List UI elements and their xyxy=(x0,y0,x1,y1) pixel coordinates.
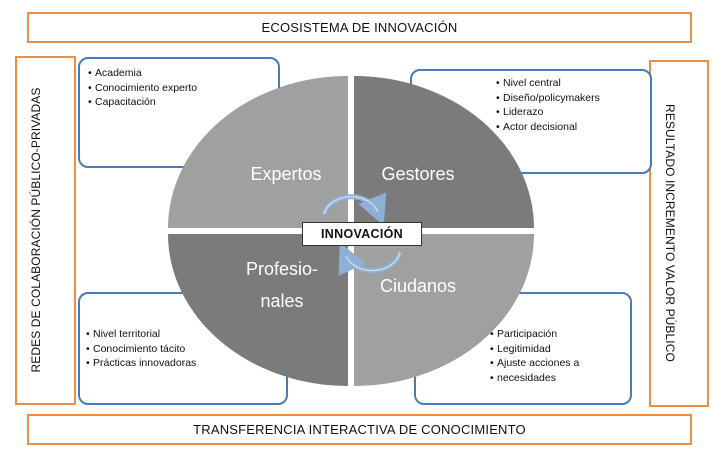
left-frame xyxy=(15,56,76,405)
list-item: Capacitación xyxy=(88,95,197,110)
cycle-arrows-icon xyxy=(321,192,403,276)
list-item: Ajuste acciones a xyxy=(490,356,579,371)
box-top-right-list: Nivel central Diseño/policymakers Lidera… xyxy=(496,76,600,134)
quadrant-tr xyxy=(354,76,534,228)
list-item: Diseño/policymakers xyxy=(496,91,600,106)
list-item: Academia xyxy=(88,66,197,81)
quadrant-label-tr: Gestores xyxy=(381,164,454,184)
quadrant-label-tl: Expertos xyxy=(250,164,321,184)
list-item: Participación xyxy=(490,327,579,342)
list-item: Conocimiento tácito xyxy=(86,342,196,357)
quadrant-tl xyxy=(168,76,348,228)
box-bottom-right-list: Participación Legitimidad Ajuste accione… xyxy=(490,327,579,385)
list-item: Conocimiento experto xyxy=(88,81,197,96)
bottom-banner-label: TRANSFERENCIA INTERACTIVA DE CONOCIMIENT… xyxy=(193,422,526,437)
box-top-left-list: Academia Conocimiento experto Capacitaci… xyxy=(88,66,197,110)
innovation-label-box: INNOVACIÓN xyxy=(302,222,422,246)
quadrant-label-bl: nales xyxy=(260,291,303,311)
bottom-banner: TRANSFERENCIA INTERACTIVA DE CONOCIMIENT… xyxy=(27,414,692,445)
list-item: Legitimidad xyxy=(490,342,579,357)
list-item: Actor decisional xyxy=(496,120,600,135)
quadrant-label-br: Ciudanos xyxy=(380,276,456,296)
list-item: Nivel central xyxy=(496,76,600,91)
list-item: Nivel territorial xyxy=(86,327,196,342)
list-item: Prácticas innovadoras xyxy=(86,356,196,371)
list-item: Liderazo xyxy=(496,105,600,120)
box-bottom-left-list: Nivel territorial Conocimiento tácito Pr… xyxy=(86,327,196,371)
list-item: necesidades xyxy=(490,371,579,386)
quadrant-label-bl: Profesio- xyxy=(246,259,318,279)
right-frame xyxy=(649,60,709,407)
quadrant-bl xyxy=(168,234,348,386)
top-banner: ECOSISTEMA DE INNOVACIÓN xyxy=(27,12,692,43)
innovation-label: INNOVACIÓN xyxy=(321,227,403,241)
quadrant-br xyxy=(354,234,534,386)
top-banner-label: ECOSISTEMA DE INNOVACIÓN xyxy=(261,20,458,35)
